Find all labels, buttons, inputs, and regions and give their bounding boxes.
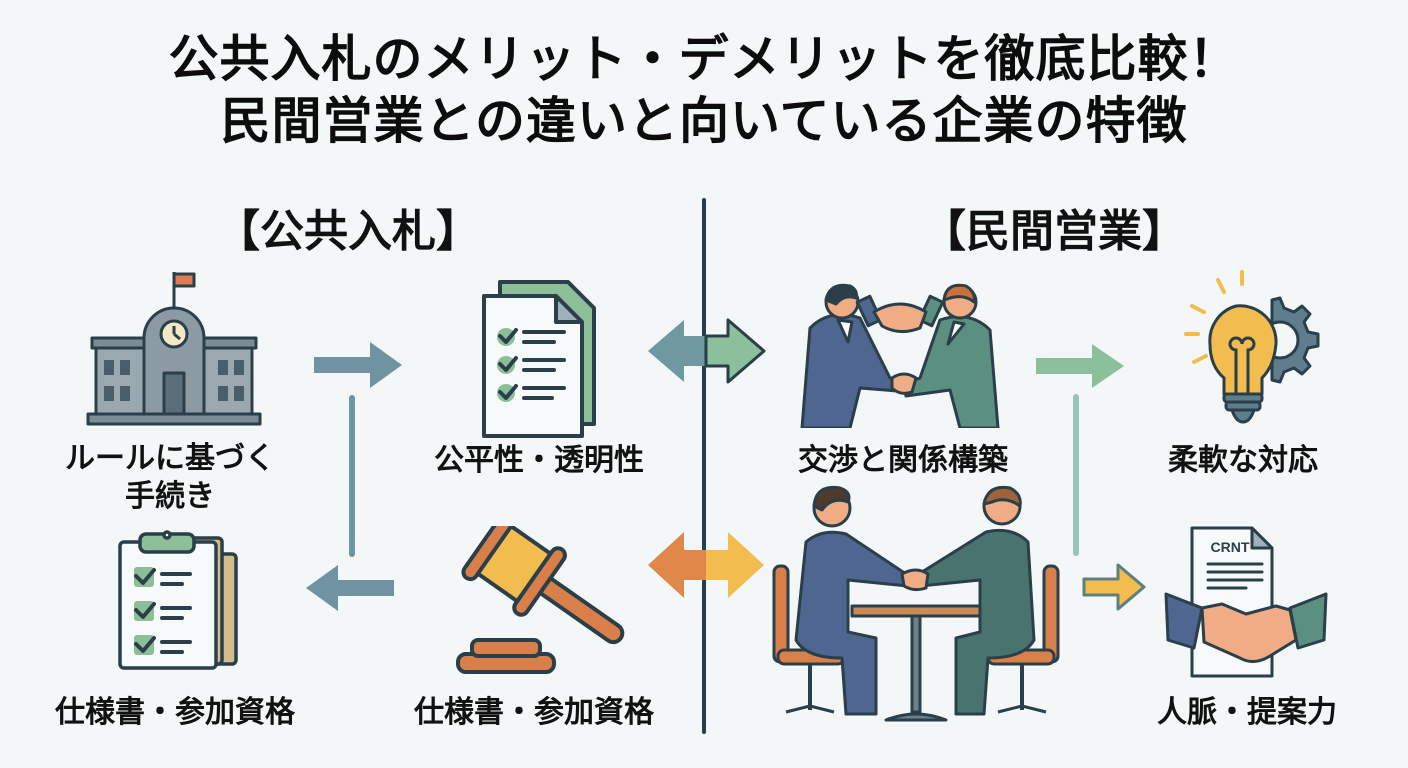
clipboard-checklist-icon <box>118 530 238 670</box>
label-specifications-qualifications: 仕様書・参加資格 <box>55 695 295 730</box>
contract-handshake-icon: CRNT <box>1164 526 1328 678</box>
label-rule-based-procedure: ルールに基づく 手続き <box>65 441 275 514</box>
section-heading-public-bidding: 【公共入札】 <box>216 206 480 257</box>
arrow-right-icon <box>314 342 402 388</box>
section-heading-private-sales: 【民間営業】 <box>922 206 1186 257</box>
arrow-right-green-icon <box>1036 344 1124 388</box>
arrow-left-icon <box>306 565 394 611</box>
connector-line-left <box>349 395 355 557</box>
double-arrow-teal-icon <box>648 318 766 384</box>
page-title: 公共入札のメリット・デメリットを徹底比較！ 民間営業との違いと向いている企業の特… <box>0 28 1408 152</box>
meeting-table-handshake-icon <box>772 485 1060 722</box>
contract-title-text: CRNT <box>1211 539 1250 555</box>
checklist-document-icon <box>482 280 596 438</box>
label-fairness-transparency: 公平性・透明性 <box>434 443 644 478</box>
connector-line-right <box>1073 394 1079 556</box>
government-building-icon <box>86 272 262 426</box>
title-line-1: 公共入札のメリット・デメリットを徹底比較！ <box>168 30 1240 88</box>
gavel-icon <box>456 526 625 674</box>
label-negotiation-relationship: 交渉と関係構築 <box>798 443 1008 478</box>
title-line-2: 民間営業との違いと向いている企業の特徴 <box>220 92 1188 150</box>
arrow-right-yellow-icon <box>1082 563 1146 611</box>
double-arrow-orange-icon <box>648 532 764 598</box>
business-handshake-icon <box>800 283 1000 428</box>
lightbulb-gear-icon <box>1184 270 1320 424</box>
label-network-proposal: 人脈・提案力 <box>1157 695 1337 730</box>
label-flexible-response: 柔軟な対応 <box>1168 443 1318 478</box>
center-divider <box>702 198 706 734</box>
label-specifications-qualifications-2: 仕様書・参加資格 <box>414 695 654 730</box>
